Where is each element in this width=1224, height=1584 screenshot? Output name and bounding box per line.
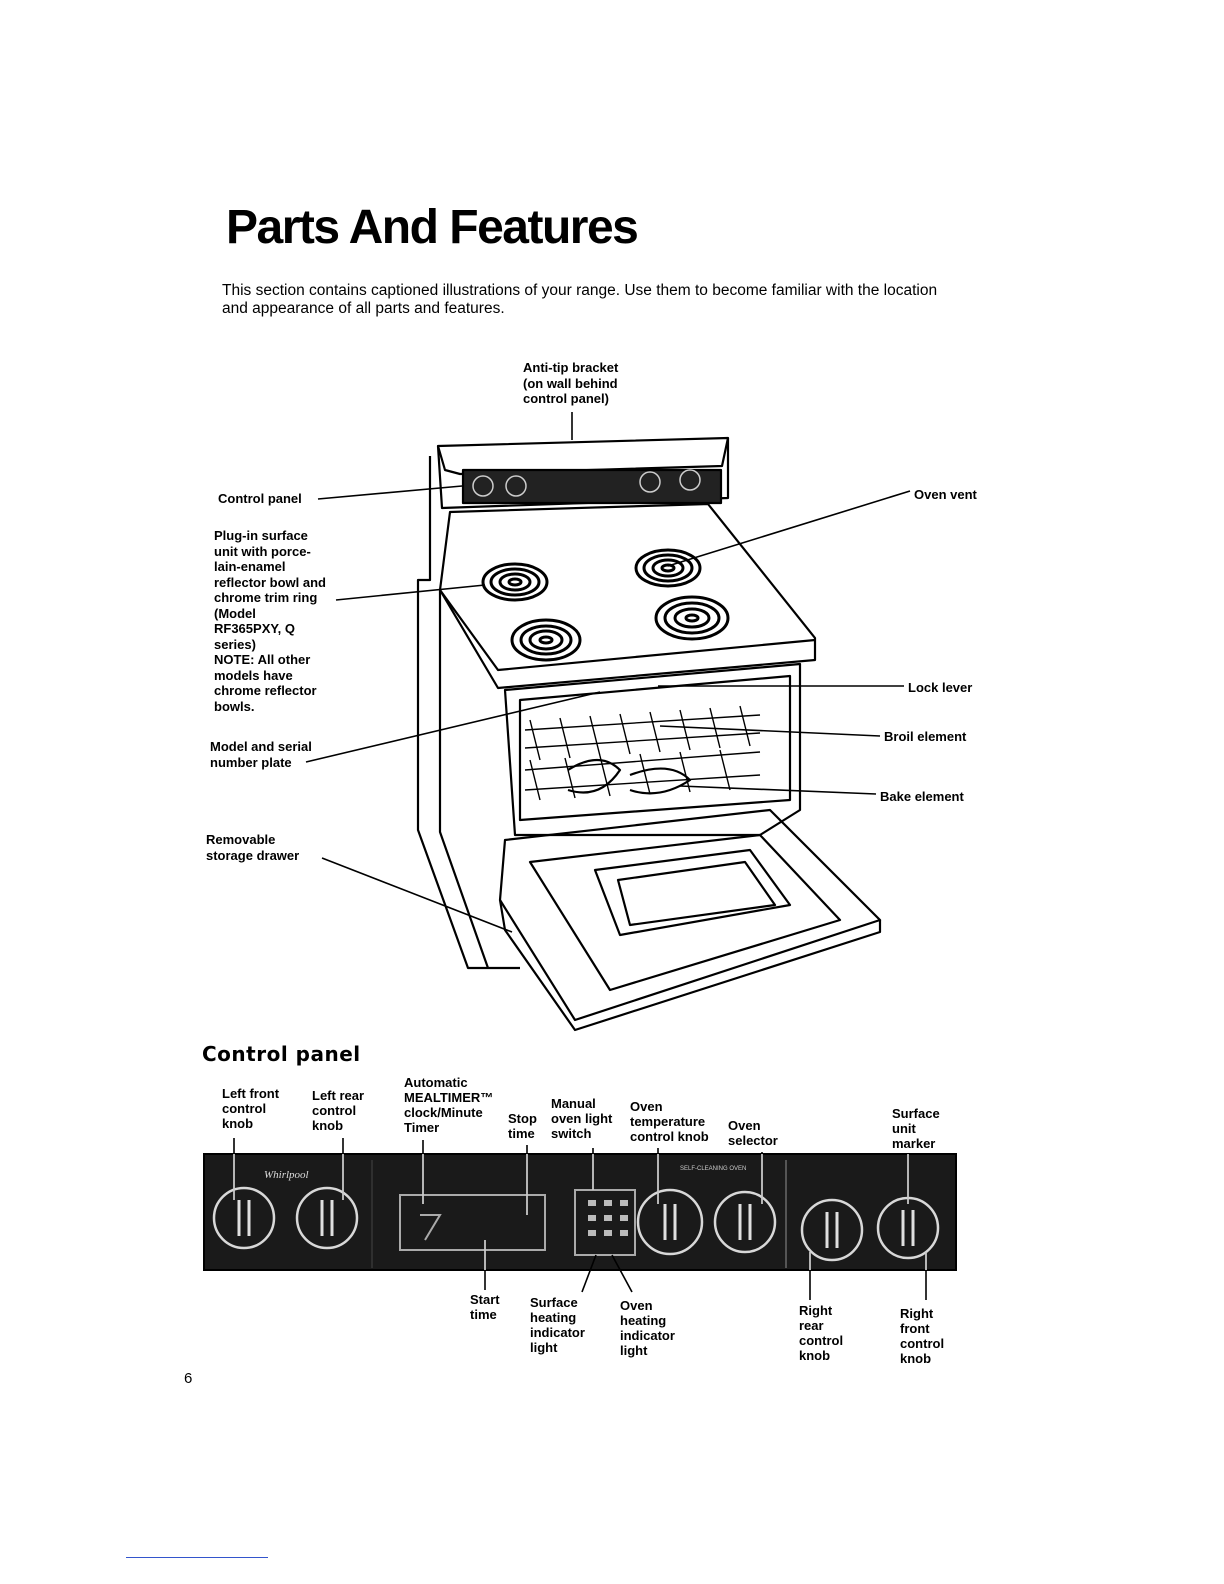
- label-oven-indicator: Oven heating indicator light: [620, 1298, 675, 1358]
- label-storage-drawer: Removable storage drawer: [206, 832, 300, 863]
- burner-right-front: [654, 595, 730, 641]
- burner-right-rear: [634, 548, 702, 588]
- left-front-knob: [212, 1186, 276, 1250]
- burner-left-rear: [481, 562, 549, 602]
- label-control-panel: Control panel: [218, 491, 302, 506]
- right-rear-knob: [800, 1198, 864, 1262]
- label-surface-indicator: Surface heating indicator light: [530, 1295, 585, 1355]
- oven-selector-knob: [713, 1190, 777, 1254]
- leader-control-panel: [317, 485, 463, 500]
- leader-bake: [679, 785, 877, 795]
- leader-broil: [659, 725, 881, 737]
- leader-oven-vent: [667, 490, 911, 567]
- label-bake-element: Bake element: [880, 789, 964, 804]
- label-oven-selector: Oven selector: [728, 1118, 778, 1148]
- label-start-time: Start time: [470, 1292, 500, 1322]
- oven-temp-knob: [636, 1188, 704, 1256]
- label-lock-lever: Lock lever: [908, 680, 973, 695]
- label-left-rear-knob: Left rear control knob: [312, 1088, 365, 1133]
- left-rear-knob: [295, 1186, 359, 1250]
- control-panel-detail: Whirlpool SELF-CLEANING OVEN: [203, 1138, 957, 1300]
- label-oven-light-switch: Manual oven light switch: [551, 1096, 613, 1141]
- footer-rule: [126, 1557, 268, 1558]
- label-left-front-knob: Left front control knob: [222, 1086, 280, 1131]
- brand-logo: Whirlpool: [264, 1169, 309, 1181]
- burner-left-front: [510, 618, 582, 662]
- self-clean-text: SELF-CLEANING OVEN: [680, 1166, 746, 1172]
- label-oven-temp-knob: Oven temperature control knob: [630, 1099, 709, 1144]
- leader-model-serial: [305, 691, 601, 763]
- label-right-rear-knob: Right rear control knob: [799, 1303, 844, 1363]
- storage-drawer: [498, 808, 882, 1022]
- label-anti-tip: Anti-tip bracket (on wall behind control…: [523, 360, 619, 406]
- control-panel-heading: Control panel: [202, 1042, 361, 1066]
- label-right-front-knob: Right front control knob: [900, 1306, 945, 1366]
- label-surface-unit-marker: Surface unit marker: [892, 1106, 940, 1151]
- oven-cavity: [503, 662, 802, 837]
- leader-storage-drawer: [321, 857, 513, 933]
- page-number: 6: [184, 1370, 193, 1387]
- intro-paragraph: This section contains captioned illustra…: [222, 282, 938, 317]
- label-clock-timer: Automatic MEALTIMER™ clock/Minute Timer: [404, 1075, 494, 1135]
- label-plug-in: Plug-in surface unit with porce- lain-en…: [214, 528, 326, 714]
- label-stop-time: Stop time: [508, 1111, 537, 1141]
- label-broil-element: Broil element: [884, 729, 967, 744]
- label-oven-vent: Oven vent: [914, 487, 977, 502]
- leader-plug-in: [335, 584, 486, 601]
- label-model-serial: Model and serial number plate: [210, 739, 312, 770]
- page-title: Parts And Features: [226, 201, 639, 254]
